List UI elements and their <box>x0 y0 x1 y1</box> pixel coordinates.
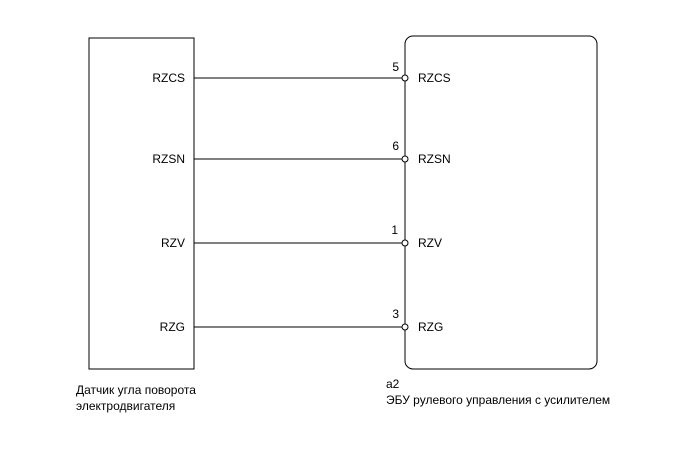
sensor-pin-label: RZCS <box>152 71 185 85</box>
pin-number: 1 <box>391 223 398 237</box>
sensor-caption-line1: Датчик угла поворота <box>76 383 196 397</box>
sensor-pin-label: RZV <box>161 236 185 250</box>
ecu-caption: a2 ЭБУ рулевого управления с усилителем <box>386 376 610 408</box>
wire-4: RZG 3 RZG <box>160 307 444 334</box>
ecu-code: a2 <box>386 377 400 391</box>
pin-number: 6 <box>392 139 399 153</box>
ecu-name: ЭБУ рулевого управления с усилителем <box>386 393 611 407</box>
ecu-pin-label: RZG <box>418 320 443 334</box>
sensor-pin-label: RZSN <box>152 152 185 166</box>
connector-node <box>401 155 409 163</box>
ecu-box <box>404 35 598 370</box>
sensor-pin-label: RZG <box>160 320 185 334</box>
ecu-pin-label: RZSN <box>418 152 451 166</box>
pin-number: 3 <box>392 307 399 321</box>
connector-node <box>401 323 409 331</box>
ecu-pin-label: RZV <box>418 236 442 250</box>
connector-node <box>401 239 409 247</box>
sensor-box <box>88 37 195 370</box>
wire-3: RZV 1 RZV <box>161 223 442 250</box>
wire-1: RZCS 5 RZCS <box>152 60 450 85</box>
sensor-caption-line2: электродвигателя <box>76 399 176 413</box>
connector-node <box>401 74 409 82</box>
ecu-pin-label: RZCS <box>418 71 451 85</box>
sensor-caption: Датчик угла поворота электродвигателя <box>76 382 196 414</box>
wire-2: RZSN 6 RZSN <box>152 139 450 166</box>
pin-number: 5 <box>392 60 399 74</box>
